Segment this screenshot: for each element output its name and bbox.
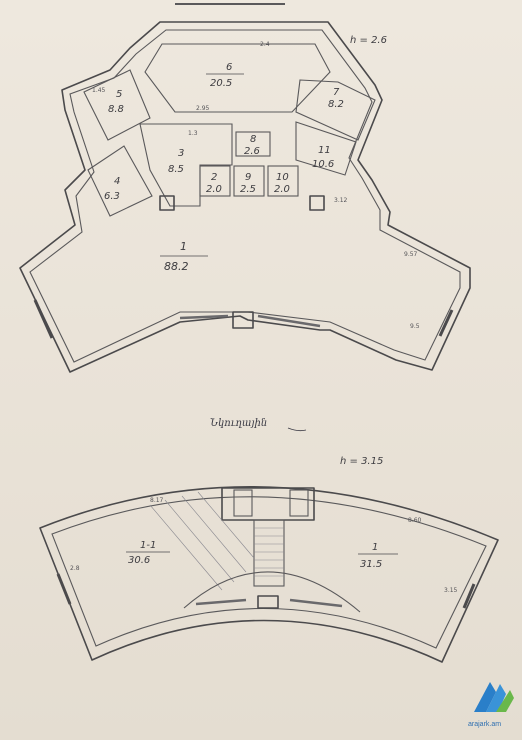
room-9-number: 9 — [245, 172, 251, 183]
upper-floor-plan: h = 2.6 6 20.5 5 8.8 3 8.5 4 6.3 8 2.6 7… — [19, 21, 471, 373]
lower-stair — [253, 519, 285, 587]
room-6-number: 6 — [226, 62, 232, 73]
upper-height-note: h = 2.6 — [350, 35, 387, 46]
room-11-area: 10.6 — [312, 159, 334, 170]
room-4-walls — [87, 145, 153, 217]
upper-inner-wall — [29, 29, 461, 363]
room-5-area: 8.8 — [108, 104, 124, 115]
room-3-number: 3 — [178, 148, 184, 159]
lower-height-note: h = 3.15 — [340, 456, 383, 467]
lower-floor-plan: h = 3.15 — [39, 456, 499, 663]
lower-room-1-1-number: 1-1 — [140, 540, 156, 551]
lower-window-left — [56, 573, 72, 605]
lower-stair-steps — [254, 527, 284, 577]
dim-upper-2: 2.95 — [196, 105, 210, 112]
room-3-area: 8.5 — [168, 164, 184, 175]
room-8-walls — [235, 131, 271, 157]
lower-stair-head — [221, 487, 315, 521]
room-10-area: 2.0 — [274, 184, 290, 195]
lower-window-center-right — [289, 598, 343, 608]
upper-outer-wall — [19, 21, 471, 373]
dim-upper-7: 2.4 — [260, 41, 270, 48]
upper-entrance-block — [232, 311, 254, 329]
room-2-number: 2 — [211, 172, 217, 183]
lower-entrance-block — [257, 595, 279, 609]
upper-window-left — [33, 299, 54, 339]
lower-outer-wall — [39, 486, 499, 663]
arajark-logo: arajark.am — [468, 682, 514, 728]
lower-stair-head-left — [233, 489, 253, 517]
room-8-number: 8 — [250, 134, 256, 145]
room-7-walls — [295, 79, 376, 141]
room-2-area: 2.0 — [206, 184, 222, 195]
room-11-number: 11 — [318, 145, 331, 156]
room-10-number: 10 — [276, 172, 289, 183]
lower-stair-head-right — [289, 489, 309, 517]
logo-mark-green — [496, 690, 514, 712]
room-1-area: 88.2 — [164, 260, 189, 273]
upper-window-center-right — [257, 314, 321, 328]
lower-inner-wall — [51, 496, 487, 649]
dim-lower-3: 3.15 — [444, 587, 458, 594]
upper-pillar-right — [309, 195, 325, 211]
room-6-walls — [144, 43, 331, 113]
dim-lower-2: 8.60 — [408, 517, 422, 524]
upper-pillar-left — [159, 195, 175, 211]
room-5-number: 5 — [116, 89, 122, 100]
dim-upper-5: 9.57 — [404, 251, 418, 258]
logo-text: arajark.am — [468, 721, 501, 728]
room-5-walls — [83, 69, 151, 141]
upper-window-center-left — [179, 314, 229, 320]
logo-mark-blue — [474, 682, 496, 712]
dim-lower-4: 2.8 — [70, 565, 80, 572]
lower-window-right — [462, 583, 476, 609]
lower-room-1-area: 31.5 — [360, 559, 382, 570]
basement-caption: Նկուղային — [210, 418, 267, 429]
dim-upper-4: 3.12 — [334, 197, 348, 204]
lower-hatched-area — [149, 491, 255, 591]
room-6-area: 20.5 — [210, 78, 232, 89]
lower-window-center-left — [195, 598, 247, 606]
room-8-area: 2.6 — [244, 146, 260, 157]
lower-room-1-1-area: 30.6 — [128, 555, 150, 566]
dim-upper-6: 9.5 — [410, 323, 420, 330]
room-9-walls — [233, 165, 265, 197]
upper-window-right — [438, 309, 454, 337]
room-1-number: 1 — [180, 240, 187, 253]
caption-underline — [287, 427, 307, 432]
room-7-number: 7 — [333, 87, 340, 98]
room-9-area: 2.5 — [240, 184, 256, 195]
lower-arched-niche — [183, 571, 361, 613]
dim-lower-1: 8.17 — [150, 497, 164, 504]
room-10-walls — [267, 165, 299, 197]
room-7-area: 8.2 — [328, 99, 344, 110]
room-4-area: 6.3 — [104, 191, 120, 202]
lower-room-1-number: 1 — [372, 542, 378, 553]
room-4-number: 4 — [114, 176, 120, 187]
dim-upper-1: 1.45 — [92, 87, 106, 94]
room-2-walls — [199, 165, 231, 197]
room-11-walls — [295, 121, 357, 176]
dim-upper-3: 1.3 — [188, 130, 198, 137]
